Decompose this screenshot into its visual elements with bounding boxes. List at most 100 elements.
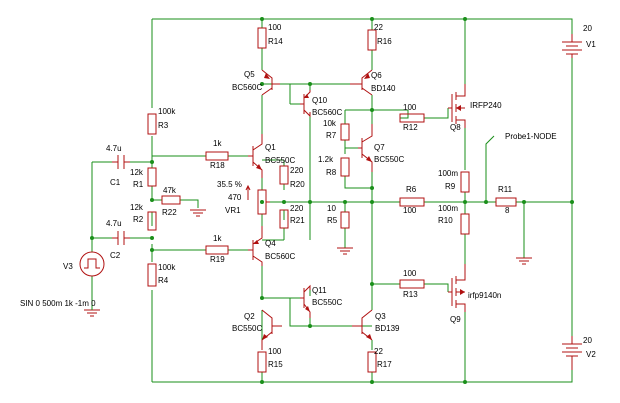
wires xyxy=(91,18,573,383)
r12-value: 100 xyxy=(403,103,417,112)
resistor-r10 xyxy=(460,213,470,235)
resistor-r13 xyxy=(399,279,425,289)
transistor-q10 xyxy=(300,90,311,118)
resistor-r12 xyxy=(399,113,425,123)
transistor-q5 xyxy=(261,69,280,96)
q10-model: BC560C xyxy=(312,108,342,117)
transistor-q2 xyxy=(261,309,282,350)
r20-value: 220 xyxy=(290,166,304,175)
resistor-r8 xyxy=(340,157,350,177)
v3-name: V3 xyxy=(63,262,73,271)
supply-v1 xyxy=(562,34,582,58)
ground-symbols xyxy=(84,209,532,317)
r4-name: R4 xyxy=(158,276,169,285)
resistor-r7 xyxy=(340,123,350,141)
q11-model: BC550C xyxy=(312,298,342,307)
q6-name: Q6 xyxy=(371,71,382,80)
r8-value: 1.2k xyxy=(318,155,334,164)
resistor-r22 xyxy=(161,195,181,205)
probe-label: Probe1-NODE xyxy=(505,132,557,141)
resistor-r20 xyxy=(279,165,289,185)
q7-name: Q7 xyxy=(374,143,385,152)
q7-model: BC550C xyxy=(374,155,404,164)
resistor-r4 xyxy=(147,263,157,287)
q5-model: BC560C xyxy=(232,83,262,92)
r3-name: R3 xyxy=(158,121,169,130)
c1-value: 4.7u xyxy=(106,144,122,153)
r12-name: R12 xyxy=(403,123,418,132)
r22-value: 47k xyxy=(163,186,177,195)
v2-name: V2 xyxy=(586,350,596,359)
r13-name: R13 xyxy=(403,290,418,299)
r16-value: 22 xyxy=(374,23,383,32)
r15-name: R15 xyxy=(268,360,283,369)
resistor-r1 xyxy=(147,167,157,187)
r6-name: R6 xyxy=(406,185,417,194)
resistor-r11 xyxy=(495,197,517,207)
r2-name: R2 xyxy=(133,215,144,224)
r6-value: 100 xyxy=(403,206,417,215)
vr1-value: 470 xyxy=(228,193,242,202)
r16-name: R16 xyxy=(377,37,392,46)
r21-value: 220 xyxy=(290,204,304,213)
q2-name: Q2 xyxy=(244,312,255,321)
r5-value: 10 xyxy=(327,204,336,213)
r14-name: R14 xyxy=(268,37,283,46)
r1-name: R1 xyxy=(133,180,144,189)
q8-model: IRFP240 xyxy=(470,101,502,110)
r22-name: R22 xyxy=(162,208,177,217)
r8-name: R8 xyxy=(326,168,337,177)
r17-name: R17 xyxy=(377,360,392,369)
r18-name: R18 xyxy=(210,161,225,170)
q4-model: BC560C xyxy=(265,252,295,261)
capacitor-c2 xyxy=(112,231,130,245)
resistor-r14 xyxy=(257,27,267,49)
q1-name: Q1 xyxy=(265,143,276,152)
v2-value: 20 xyxy=(583,336,592,345)
q6-model: BD140 xyxy=(371,84,396,93)
potentiometer-vr1 xyxy=(245,184,270,215)
resistor-r17 xyxy=(367,351,377,373)
transistor-q6 xyxy=(350,69,373,96)
q3-name: Q3 xyxy=(375,312,386,321)
c1-name: C1 xyxy=(110,178,121,187)
junctions xyxy=(90,17,574,384)
q2-model: BC550C xyxy=(232,324,262,333)
r14-value: 100 xyxy=(268,23,282,32)
r21-name: R21 xyxy=(290,216,305,225)
q8-name: Q8 xyxy=(450,123,461,132)
r19-name: R19 xyxy=(210,255,225,264)
transistor-q7 xyxy=(358,124,373,172)
transistor-q4 xyxy=(248,226,263,266)
q4-name: Q4 xyxy=(265,239,276,248)
r9-name: R9 xyxy=(445,182,456,191)
resistor-r2 xyxy=(147,211,157,231)
v1-name: V1 xyxy=(586,40,596,49)
resistor-r21 xyxy=(279,209,289,229)
vr1-name: VR1 xyxy=(225,206,241,215)
q3-model: BD139 xyxy=(375,324,400,333)
r3-value: 100k xyxy=(158,107,176,116)
transistor-q3 xyxy=(352,309,373,341)
r11-value: 8 xyxy=(505,206,510,215)
c2-name: C2 xyxy=(110,251,121,260)
resistor-r9 xyxy=(460,171,470,193)
r17-value: 22 xyxy=(374,347,383,356)
capacitor-c1 xyxy=(112,155,130,169)
q1-model: BC550C xyxy=(265,156,295,165)
resistor-r6 xyxy=(399,197,425,207)
r9-value: 100m xyxy=(438,169,458,178)
v1-value: 20 xyxy=(583,24,592,33)
q5-name: Q5 xyxy=(244,70,255,79)
q10-name: Q10 xyxy=(312,96,328,105)
r4-value: 100k xyxy=(158,263,176,272)
r7-value: 10k xyxy=(323,119,337,128)
v3-value: SIN 0 500m 1k -1m 0 xyxy=(20,299,96,308)
r18-value: 1k xyxy=(213,139,222,148)
r15-value: 100 xyxy=(268,347,282,356)
r10-name: R10 xyxy=(438,216,453,225)
resistor-r18 xyxy=(205,151,229,161)
transistor-q1 xyxy=(248,134,263,178)
vr1-setting: 35.5 % xyxy=(217,180,242,189)
